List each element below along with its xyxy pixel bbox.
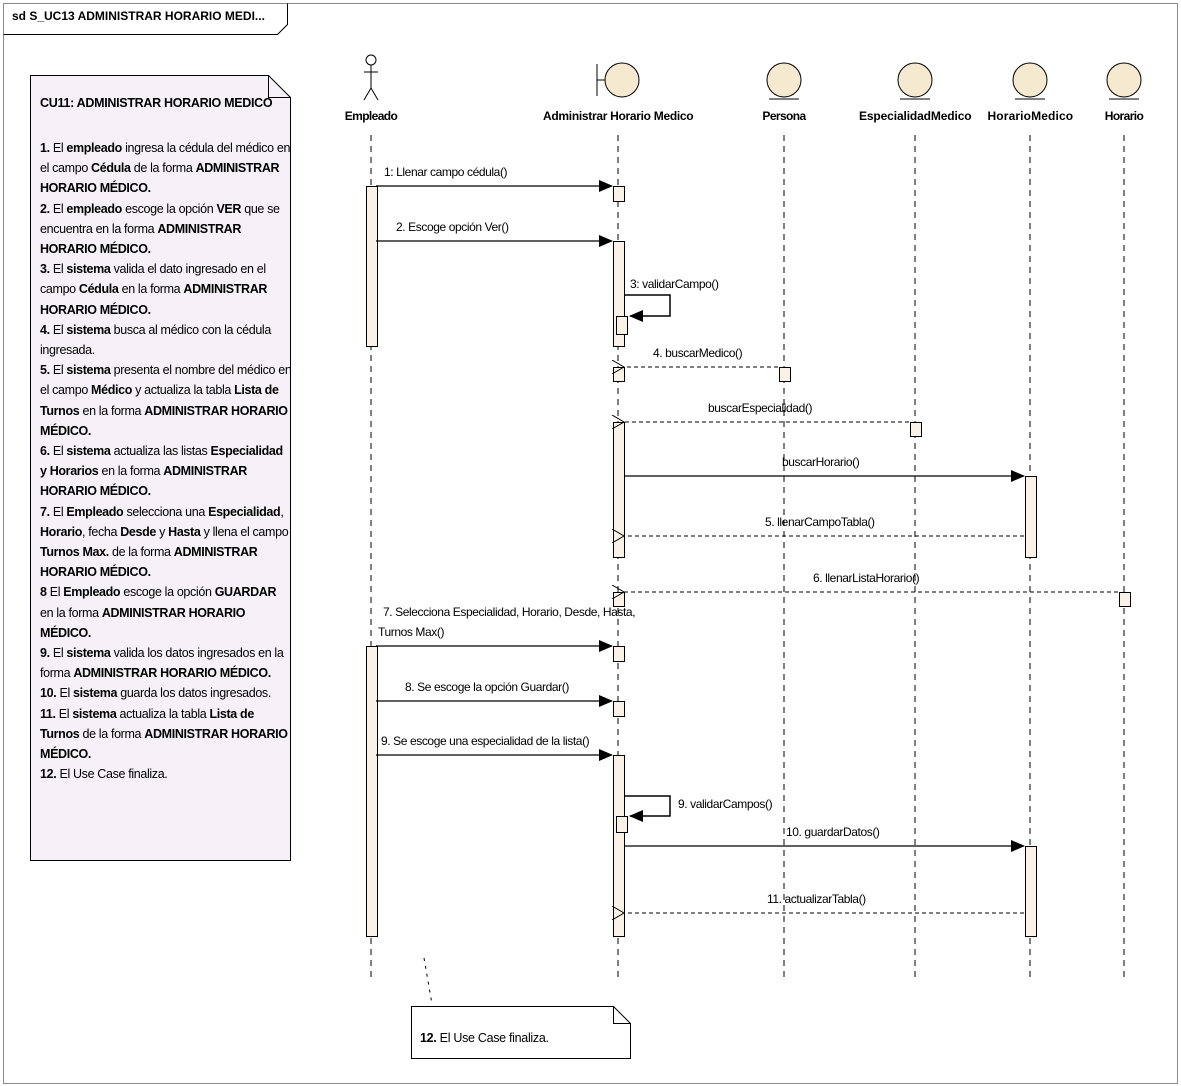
lifeline-header-per: Persona [762, 62, 807, 123]
message-label: 9. validarCampos() [678, 797, 773, 811]
message-label: buscarHorario() [782, 455, 860, 469]
lifeline-header-esp: EspecialidadMedico [859, 62, 972, 123]
lifeline-label-hor: Horario [1105, 109, 1144, 123]
message-label-continued: Turnos Max() [378, 625, 445, 639]
note-step: 9. El sistema valida los datos ingresado… [40, 646, 284, 681]
end-note-fold-corner [613, 1006, 631, 1024]
message-label: 2. Escoge opción Ver() [396, 220, 509, 234]
end-note [411, 1006, 631, 1059]
message-label: buscarEspecialidad() [708, 401, 812, 415]
note-step: 10. El sistema guarda los datos ingresad… [40, 686, 271, 701]
lifeline-label-per: Persona [762, 109, 806, 123]
entity-icon [1106, 62, 1142, 100]
boundary-icon [596, 62, 640, 98]
note-step: 12. El Use Case finaliza. [40, 767, 168, 782]
activation-hor [1119, 592, 1131, 607]
message-label: 5. llenarCampoTabla() [765, 515, 875, 529]
self-call-arrow [624, 795, 671, 822]
activation-hm [1025, 846, 1037, 937]
message-label: 3: validarCampo() [630, 277, 719, 291]
end-note-text: 12. El Use Case finaliza. [420, 1031, 549, 1045]
use-case-steps: 1. El empleado ingresa la cédula del méd… [40, 138, 292, 785]
message-9: 7. Selecciona Especialidad, Horario, Des… [376, 605, 636, 652]
frame-title-tab [3, 3, 288, 35]
message-11: 9. Se escoge una especialidad de la list… [376, 734, 613, 761]
note-step: 7. El Empleado selecciona una Especialid… [40, 504, 289, 580]
message-1: 1: Llenar campo cédula() [376, 165, 613, 192]
activation-ahm [613, 755, 625, 937]
diagram-frame [3, 3, 1178, 1084]
end-note-connector [423, 957, 433, 1005]
activation-ahm [616, 816, 628, 833]
self-call-arrow [624, 294, 671, 322]
message-10: 8. Se escoge la opción Guardar() [376, 680, 613, 707]
note-step: 8 El Empleado escoge la opción GUARDAR e… [40, 585, 277, 640]
message-label: 7. Selecciona Especialidad, Horario, Des… [383, 605, 635, 619]
activation-hm [1025, 476, 1037, 558]
note-step: 2. El empleado escoge la opción VER que … [40, 201, 280, 257]
lifeline-label-esp: EspecialidadMedico [859, 109, 971, 123]
lifeline-label-emp: Empleado [345, 109, 398, 123]
activation-ahm [613, 367, 625, 382]
message-4: 4. buscarMedico() [624, 346, 778, 367]
actor-icon [363, 54, 379, 101]
message-7: 5. llenarCampoTabla() [624, 515, 1024, 536]
message-label: 8. Se escoge la opción Guardar() [405, 680, 569, 694]
message-5: buscarEspecialidad() [624, 401, 909, 422]
end-note-number: 12. [420, 1031, 437, 1045]
note-step: 5. El sistema presenta el nombre del méd… [40, 363, 292, 438]
frame-title: sd S_UC13 ADMINISTRAR HORARIO MEDI... [12, 9, 265, 23]
activation-emp [366, 186, 378, 347]
end-note-label: El Use Case finaliza. [436, 1031, 549, 1045]
activation-ahm [613, 701, 625, 717]
entity-icon [766, 62, 802, 100]
note-step: 11. El sistema actualiza la tabla Lista … [40, 706, 288, 762]
message-label: 4. buscarMedico() [653, 346, 743, 360]
note-step: 3. El sistema valida el dato ingresado e… [40, 262, 268, 317]
activation-ahm [616, 316, 628, 335]
lifeline-header-hm: HorarioMedico [988, 62, 1073, 123]
lifeline-label-hm: HorarioMedico [988, 109, 1073, 123]
message-label: 10. guardarDatos() [786, 825, 880, 839]
lifeline-header-emp: Empleado [345, 54, 398, 123]
note-fold-corner [268, 75, 291, 98]
message-8: 6. llenarListaHorario() [624, 571, 1118, 592]
message-13: 10. guardarDatos() [624, 825, 1025, 852]
note-title: CU11: ADMINISTRAR HORARIO MEDICO [40, 96, 273, 110]
message-2: 2. Escoge opción Ver() [376, 220, 613, 247]
message-6: buscarHorario() [624, 455, 1025, 482]
message-3: 3: validarCampo() [624, 277, 719, 322]
message-12: 9. validarCampos() [624, 795, 773, 822]
activation-ahm [613, 646, 625, 662]
activation-ahm [613, 186, 625, 202]
lifeline-header-hor: Horario [1105, 62, 1144, 123]
entity-icon [897, 62, 933, 100]
message-label: 6. llenarListaHorario() [813, 571, 920, 585]
message-14: 11. actualizarTabla() [624, 892, 1024, 913]
lifeline-label-ahm: Administrar Horario Medico [543, 109, 693, 123]
use-case-note [30, 75, 291, 861]
activation-ahm [613, 422, 625, 558]
activation-esp [910, 422, 922, 437]
note-step: 1. El empleado ingresa la cédula del méd… [40, 141, 291, 196]
activation-emp [366, 646, 378, 937]
note-step: 6. El sistema actualiza las listas Espec… [40, 444, 283, 499]
message-label: 9. Se escoge una especialidad de la list… [381, 734, 590, 748]
lifeline-header-ahm: Administrar Horario Medico [543, 62, 694, 123]
note-step: 4. El sistema busca al médico con la céd… [40, 322, 271, 358]
message-label: 11. actualizarTabla() [767, 892, 866, 906]
message-label: 1: Llenar campo cédula() [384, 165, 508, 179]
activation-per [779, 367, 791, 382]
entity-icon [1012, 62, 1048, 100]
activation-ahm [613, 241, 625, 347]
